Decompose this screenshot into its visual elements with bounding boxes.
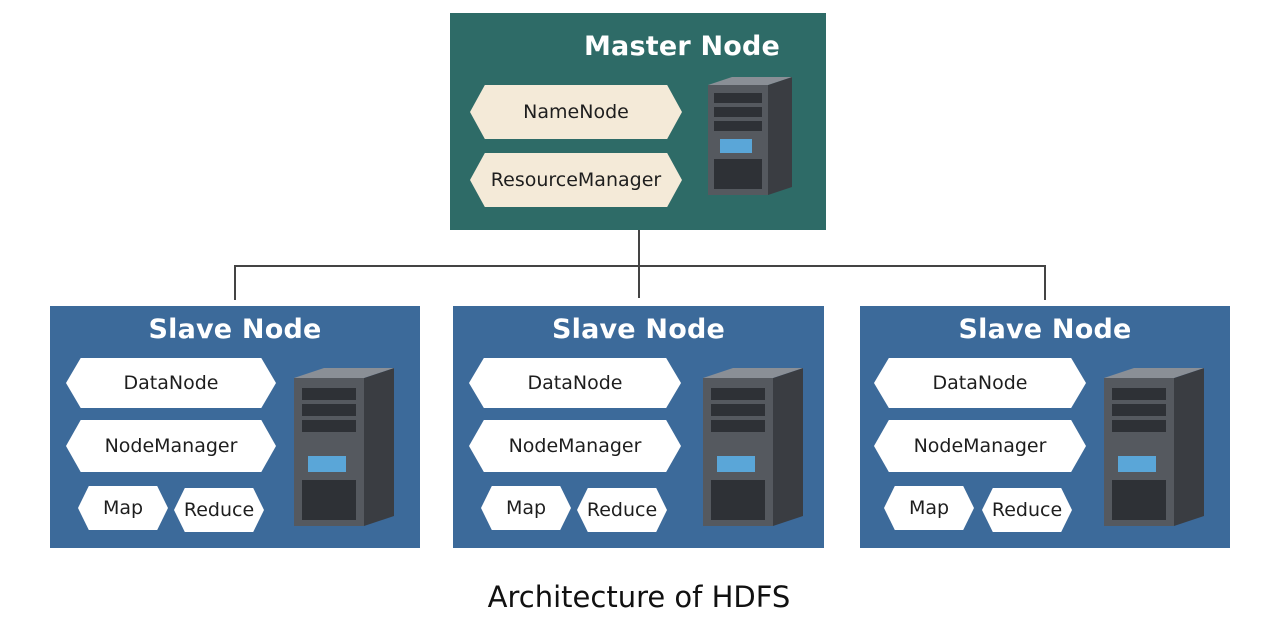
master-node: Master Node NameNode ResourceManager <box>450 13 826 230</box>
map-task: Map <box>78 486 168 530</box>
diagram-caption: Architecture of HDFS <box>487 580 791 614</box>
reduce-task: Reduce <box>174 488 264 532</box>
slave-node-title: Slave Node <box>551 314 726 345</box>
reduce-task: Reduce <box>982 488 1072 532</box>
slave-node-1: Slave Node DataNode NodeManager Map Redu… <box>50 306 420 548</box>
datanode-service: DataNode <box>66 358 276 408</box>
map-task: Map <box>884 486 974 530</box>
slave-node-3: Slave Node DataNode NodeManager Map Redu… <box>860 306 1230 548</box>
server-tower-icon <box>1104 368 1204 526</box>
server-tower-icon <box>294 368 394 526</box>
nodemanager-service: NodeManager <box>66 420 276 472</box>
slave-node-2: Slave Node DataNode NodeManager Map Redu… <box>453 306 824 548</box>
resourcemanager-service: ResourceManager <box>470 153 682 207</box>
reduce-task: Reduce <box>577 488 667 532</box>
nodemanager-service: NodeManager <box>874 420 1086 472</box>
datanode-service: DataNode <box>874 358 1086 408</box>
namenode-service: NameNode <box>470 85 682 139</box>
map-task: Map <box>481 486 571 530</box>
datanode-service: DataNode <box>469 358 681 408</box>
master-node-title: Master Node <box>583 31 781 62</box>
nodemanager-service: NodeManager <box>469 420 681 472</box>
server-tower-icon <box>708 77 792 195</box>
slave-node-title: Slave Node <box>148 314 322 345</box>
server-tower-icon <box>703 368 803 526</box>
slave-node-title: Slave Node <box>958 314 1132 345</box>
